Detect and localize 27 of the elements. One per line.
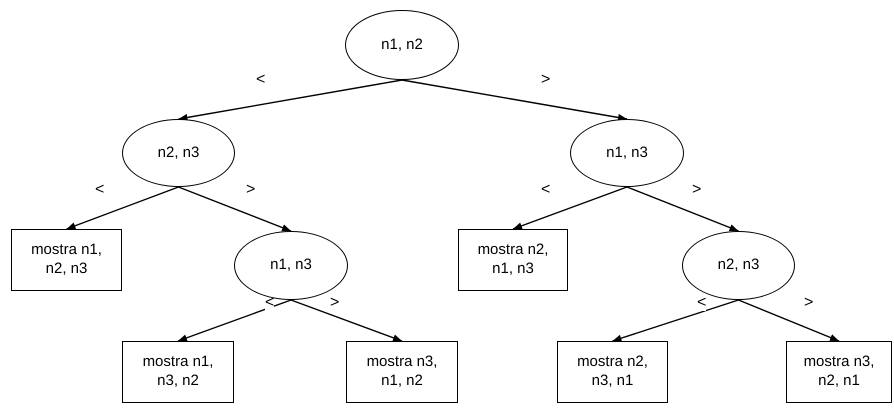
arrow (178, 299, 292, 342)
arrow (290, 299, 402, 342)
result-box (557, 341, 668, 403)
arrow (512, 186, 628, 230)
node-label: mostra n2, n1, n3 (476, 241, 550, 279)
node-label: n1, n3 (270, 256, 312, 275)
node-label: mostra n2, n3, n1 (576, 353, 649, 391)
arrow (66, 186, 179, 230)
arrow (178, 186, 292, 232)
arrow (612, 299, 739, 342)
result-box (11, 229, 122, 291)
result-box (346, 341, 458, 403)
arrow (626, 186, 739, 232)
result-box (786, 341, 892, 403)
node-label: n1, n2 (381, 36, 423, 54)
node-label: mostra n3, n2, n1 (802, 353, 876, 391)
node-label: mostra n3, n1, n2 (366, 353, 438, 391)
node-label: n1, n3 (606, 144, 648, 162)
node-label: n2, n3 (158, 144, 200, 162)
arrow (738, 299, 840, 342)
arrow (178, 79, 402, 121)
node-label: n2, n3 (718, 256, 760, 275)
node-label: mostra n1, n2, n3 (30, 241, 103, 279)
arrow (402, 79, 628, 121)
result-box (458, 229, 568, 291)
result-box (122, 341, 234, 403)
node-label: mostra n1, n3, n2 (142, 353, 214, 391)
